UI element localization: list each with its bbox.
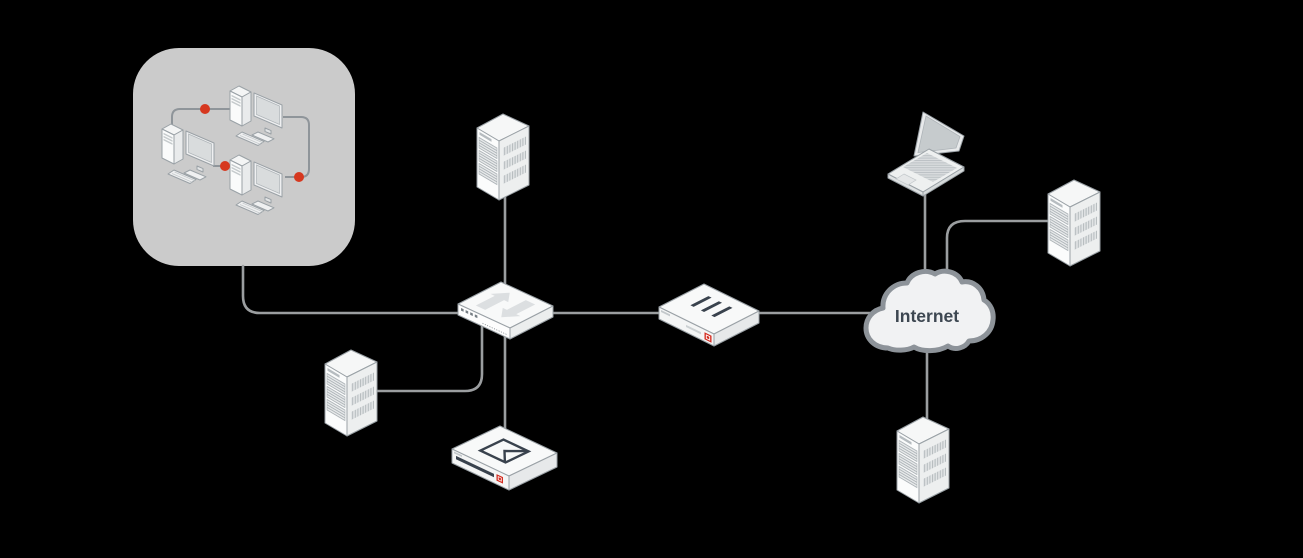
connector-serverleft-switch [375, 320, 484, 393]
internet-cloud-icon [863, 268, 996, 354]
lan-zone [133, 48, 355, 266]
node-laptop [887, 111, 965, 197]
node-server-lan-top [476, 113, 530, 201]
node-server-wan-lower [896, 416, 950, 504]
connector-wanserver-cloud [945, 219, 1054, 287]
node-server-wan-upper [1047, 179, 1101, 267]
lan-link-dots [200, 104, 304, 182]
node-internet: Internet [863, 268, 996, 354]
node-switch [457, 281, 554, 340]
node-mail-gateway [450, 424, 559, 492]
internet-label: Internet [895, 306, 959, 326]
connector-lanzone-switch [241, 264, 482, 315]
node-server-lan-left [324, 349, 378, 437]
node-firewall [658, 283, 760, 347]
